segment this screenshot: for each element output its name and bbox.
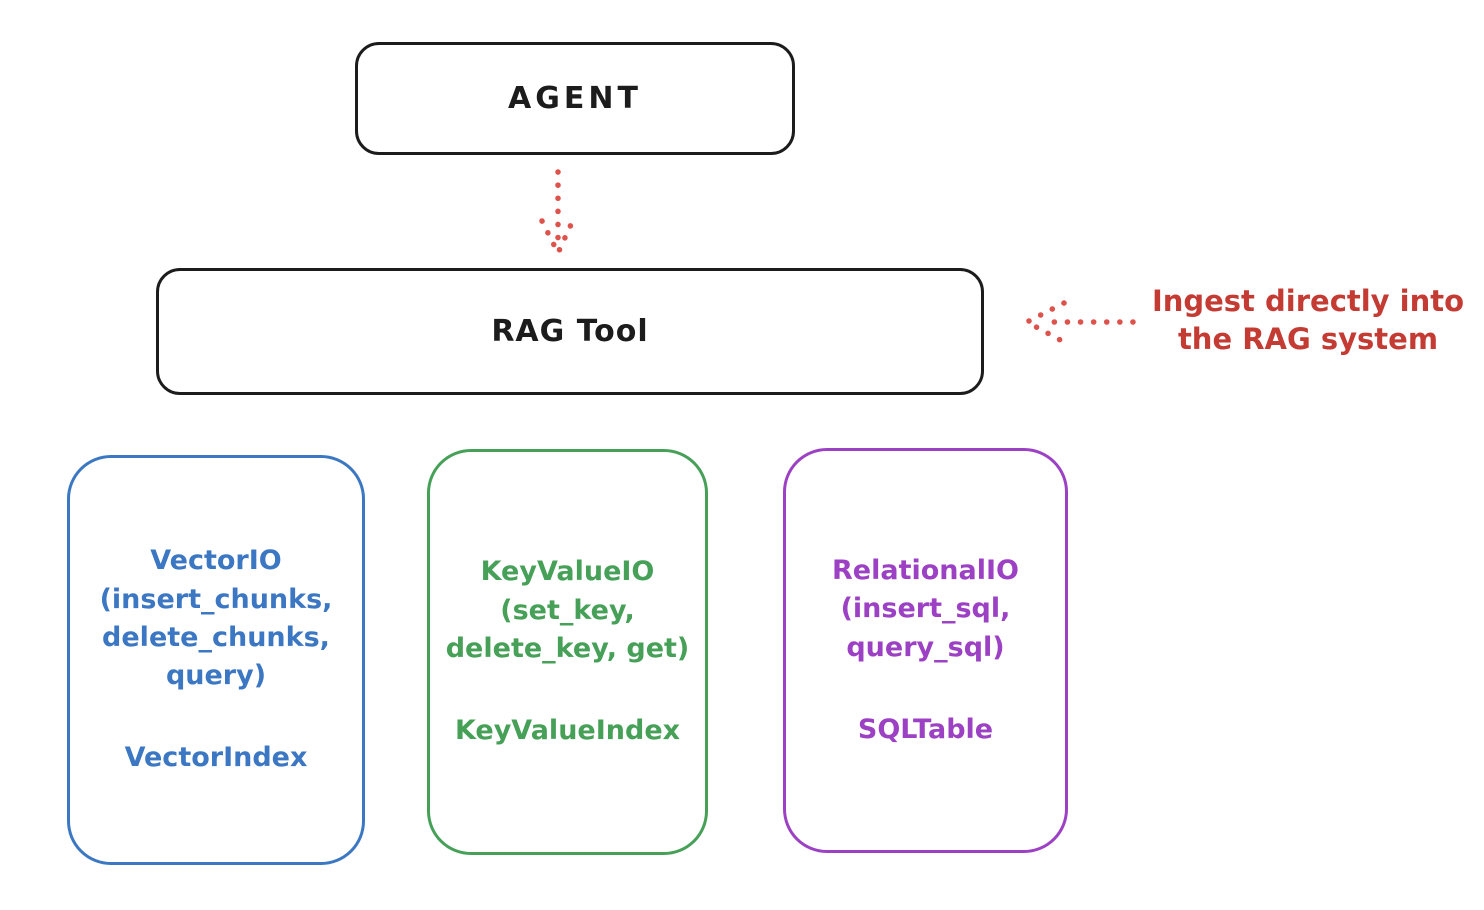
sql-table-label: SQLTable xyxy=(857,713,994,745)
relational-io-node: RelationalIO (insert_sql, query_sql) SQL… xyxy=(783,448,1068,853)
ingest-annotation: Ingest directly into the RAG system xyxy=(1151,284,1465,357)
rag-tool-node: RAG Tool xyxy=(156,268,984,395)
vector-io-node: VectorIO (insert_chunks, delete_chunks, … xyxy=(67,455,365,865)
agent-node-label: AGENT xyxy=(508,81,642,116)
ingest-into-rag-arrow xyxy=(1024,300,1136,345)
vector-index-label: VectorIndex xyxy=(124,742,308,774)
rag-tool-node-label: RAG Tool xyxy=(491,314,649,349)
keyvalue-io-label: KeyValueIO (set_key, delete_key, get) xyxy=(445,556,690,664)
agent-node: AGENT xyxy=(355,42,795,155)
vector-io-label: VectorIO (insert_chunks, delete_chunks, … xyxy=(99,545,333,692)
keyvalue-index-label: KeyValueIndex xyxy=(454,715,681,747)
relational-io-label: RelationalIO (insert_sql, query_sql) xyxy=(832,554,1019,663)
keyvalue-io-node: KeyValueIO (set_key, delete_key, get) Ke… xyxy=(427,449,708,855)
agent-to-ragtool-arrow xyxy=(539,169,577,256)
